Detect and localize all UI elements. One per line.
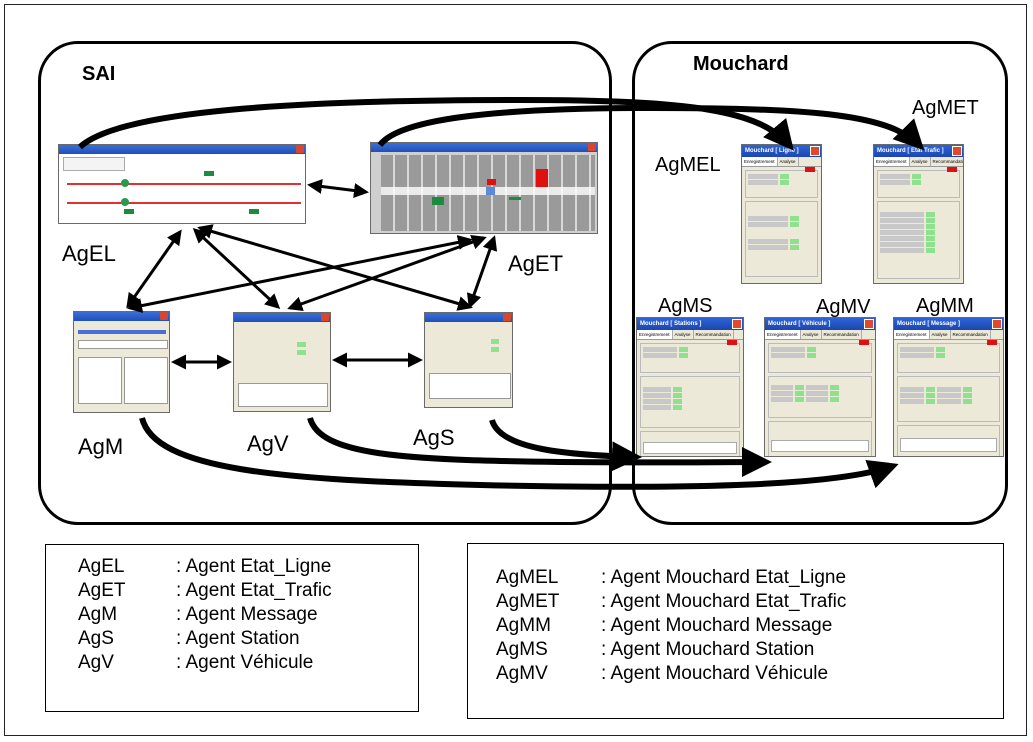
sai-title: SAI xyxy=(82,63,116,85)
mouchard-trafic-title: Mouchard [ Etat Trafic ] xyxy=(877,148,944,154)
arrow-aget-agv xyxy=(287,235,487,311)
tab-recommandation[interactable]: Recommandation xyxy=(931,157,963,166)
station-window[interactable] xyxy=(424,312,513,408)
arrow-ags-to-agms xyxy=(489,418,642,472)
arrow-agv-to-agmv xyxy=(307,416,772,478)
arrow-aget-ags xyxy=(466,235,498,309)
legend-row: AgMEL: Agent Mouchard Etat_Ligne xyxy=(496,567,847,588)
vehicule-window[interactable] xyxy=(233,312,331,412)
tab-enregistrement[interactable]: Enregistrement xyxy=(894,330,930,339)
label-agel: AgEL xyxy=(62,241,116,266)
tab-analyse[interactable]: Analyse xyxy=(910,157,931,166)
tab-enregistrement[interactable]: Enregistrement xyxy=(765,330,801,339)
message-window[interactable] xyxy=(73,311,170,413)
label-agmel: AgMEL xyxy=(655,154,721,176)
legend-row: AgMS: Agent Mouchard Station xyxy=(496,639,815,660)
mouchard-message-title: Mouchard [ Message ] xyxy=(897,321,961,327)
legend-row: AgMM: Agent Mouchard Message xyxy=(496,615,833,636)
tab-recommandation[interactable]: Recommandation xyxy=(951,330,991,339)
label-agms: AgMS xyxy=(658,295,713,317)
legend-row: AgMV: Agent Mouchard Véhicule xyxy=(496,663,829,684)
legend-row: AgEL: Agent Etat_Ligne xyxy=(78,556,332,577)
tab-recommandation[interactable]: Recommandation xyxy=(694,330,734,339)
label-agmet: AgMET xyxy=(912,97,979,119)
tab-analyse[interactable]: Analyse xyxy=(801,330,822,339)
tab-analyse[interactable]: Analyse xyxy=(673,330,694,339)
mouchard-title: Mouchard xyxy=(693,53,789,75)
legend-sai: AgEL: Agent Etat_Ligne AgET: Agent Etat_… xyxy=(45,544,419,712)
tab-analyse[interactable]: Analyse xyxy=(930,330,951,339)
legend-row: AgET: Agent Etat_Trafic xyxy=(78,580,332,601)
legend-row: AgV: Agent Véhicule xyxy=(78,652,314,673)
arrow-agm-to-agmm xyxy=(139,417,899,490)
arrow-agel-agm xyxy=(126,229,182,309)
tab-analyse[interactable]: Analyse xyxy=(778,157,799,166)
label-agmm: AgMM xyxy=(916,295,974,317)
arrow-aget-agm xyxy=(127,234,473,314)
etat-ligne-window[interactable] xyxy=(58,144,306,224)
legend-row: AgMET: Agent Mouchard Etat_Trafic xyxy=(496,591,847,612)
label-aget: AgET xyxy=(508,251,564,276)
etat-trafic-window[interactable] xyxy=(370,142,598,234)
close-icon[interactable] xyxy=(992,319,1002,329)
arrow-agel-to-agmel xyxy=(77,96,794,151)
arrow-agel-aget xyxy=(307,179,369,198)
tab-enregistrement[interactable]: Enregistrement xyxy=(742,157,778,166)
sai-group xyxy=(38,41,612,525)
close-icon[interactable] xyxy=(732,319,742,329)
mouchard-group xyxy=(632,41,1008,525)
close-icon[interactable] xyxy=(810,146,820,156)
mouchard-vehicule-title: Mouchard [ Véhicule ] xyxy=(768,321,831,327)
label-ags: AgS xyxy=(413,425,455,450)
arrow-agel-agv xyxy=(192,227,281,310)
tab-enregistrement[interactable]: Enregistrement xyxy=(637,330,673,339)
label-agv: AgV xyxy=(247,431,289,456)
legend-row: AgM: Agent Message xyxy=(78,604,318,625)
label-agmv: AgMV xyxy=(816,296,871,318)
tab-enregistrement[interactable]: Enregistrement xyxy=(874,157,910,166)
close-icon[interactable] xyxy=(864,319,874,329)
mouchard-station-title: Mouchard [ Stations ] xyxy=(640,321,702,327)
arrow-aget-to-agmet xyxy=(377,104,925,151)
figure-frame xyxy=(4,4,1027,736)
label-agm: AgM xyxy=(78,434,124,459)
mouchard-ligne-title: Mouchard [ Ligne ] xyxy=(745,148,799,154)
tab-recommandation[interactable]: Recommandation xyxy=(822,330,862,339)
legend-mouchard: AgMEL: Agent Mouchard Etat_Ligne AgMET: … xyxy=(467,543,1004,719)
legend-row: AgS: Agent Station xyxy=(78,628,300,649)
close-icon[interactable] xyxy=(952,146,962,156)
